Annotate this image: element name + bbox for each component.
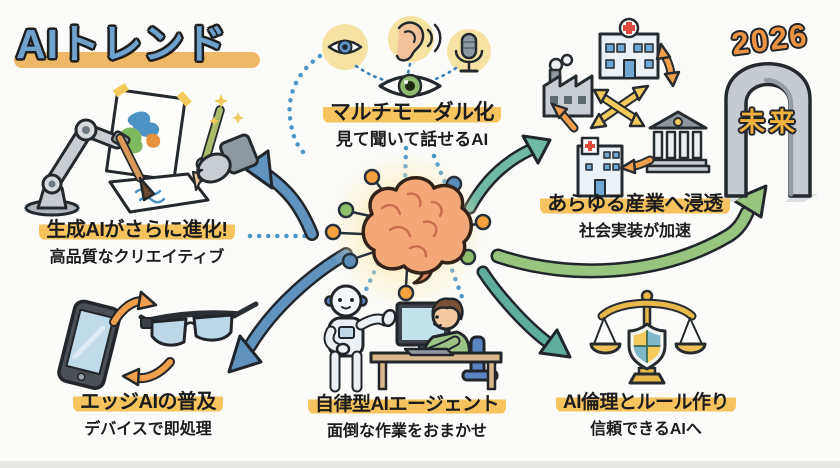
topic-multimodal-sub: 見て聞いて話せるAI xyxy=(335,130,489,149)
smartphone-icon xyxy=(57,299,122,390)
smart-glasses-icon xyxy=(138,301,259,347)
hospital-icon xyxy=(598,17,660,80)
topic-generative: 生成AIがさらに進化! 高品質なクリエイティブ xyxy=(17,217,257,268)
ethics-heading-text: AI倫理とルール作り xyxy=(555,392,736,413)
ethics-illustration xyxy=(589,289,707,385)
topic-generative-heading: 生成AIがさらに進化! xyxy=(17,217,257,244)
arrow-to-ethics xyxy=(476,265,572,359)
brain-hub xyxy=(324,152,492,308)
title-underline xyxy=(14,52,260,68)
brain-icon xyxy=(361,176,473,285)
page-title: AIトレンド xyxy=(16,21,227,67)
topic-edge-heading: エッジAIの普及 xyxy=(38,389,258,416)
arrow-to-future xyxy=(490,184,768,279)
desk-icon xyxy=(369,347,503,391)
vision-eye-icon xyxy=(378,73,442,99)
topic-ethics-heading: AI倫理とルール作り xyxy=(536,389,756,416)
industry-illustration xyxy=(542,17,711,198)
topic-multimodal-heading: マルチモーダル化 xyxy=(302,99,522,126)
clinic-icon xyxy=(576,136,624,198)
topic-industry-heading: あらゆる産業へ浸透 xyxy=(525,191,745,218)
industry-heading-text: あらゆる産業へ浸透 xyxy=(540,193,730,215)
multimodal-heading-text: マルチモーダル化 xyxy=(323,101,501,124)
topic-edge: エッジAIの普及 デバイスで即処理 xyxy=(38,389,258,440)
topic-edge-sub: デバイスで即処理 xyxy=(84,421,212,438)
ear-icon xyxy=(395,21,442,62)
edge-illustration xyxy=(57,290,259,390)
topic-ethics: AI倫理とルール作り 信頼できるAIへ xyxy=(536,389,756,440)
keyboard-icon xyxy=(403,347,455,357)
topic-agent: 自律型AIエージェント 面倒な作業をおまかせ xyxy=(297,391,517,442)
generative-illustration xyxy=(24,82,259,217)
bank-icon xyxy=(645,110,711,174)
exchange-arrows xyxy=(550,42,681,175)
sync-arrows xyxy=(109,290,175,387)
edge-heading-text: エッジAIの普及 xyxy=(73,391,223,413)
bottom-edge-strip xyxy=(0,461,840,468)
eye-icon xyxy=(327,39,363,55)
network-nodes xyxy=(324,168,492,302)
microphone-icon xyxy=(454,32,484,73)
paintbrush-icon xyxy=(115,133,156,202)
shield-icon xyxy=(627,322,667,371)
sparkle-icon xyxy=(209,94,244,126)
agent-heading-text: 自律型AIエージェント xyxy=(307,394,507,415)
agent-illustration xyxy=(323,284,503,393)
topic-industry-sub: 社会実装が加速 xyxy=(578,223,691,240)
multimodal-icons xyxy=(322,16,491,99)
robot-icon xyxy=(323,284,397,393)
topic-ethics-sub: 信頼できるAIへ xyxy=(590,421,702,438)
topic-industry: あらゆる産業へ浸透 社会実装が加速 xyxy=(525,191,745,242)
topic-generative-sub: 高品質なクリエイティブ xyxy=(49,249,225,266)
topic-multimodal: マルチモーダル化 見て聞いて話せるAI xyxy=(302,99,522,150)
generative-heading-text: 生成AIがさらに進化! xyxy=(39,219,235,241)
page-title-block: AIトレンド xyxy=(14,10,276,72)
topic-agent-heading: 自律型AIエージェント xyxy=(297,391,517,418)
paper-icon xyxy=(108,172,210,214)
factory-icon xyxy=(542,53,594,118)
robot-hand-pen-icon xyxy=(191,105,259,192)
topic-agent-sub: 面倒な作業をおまかせ xyxy=(326,423,487,440)
future-label: 未来 xyxy=(738,107,799,137)
